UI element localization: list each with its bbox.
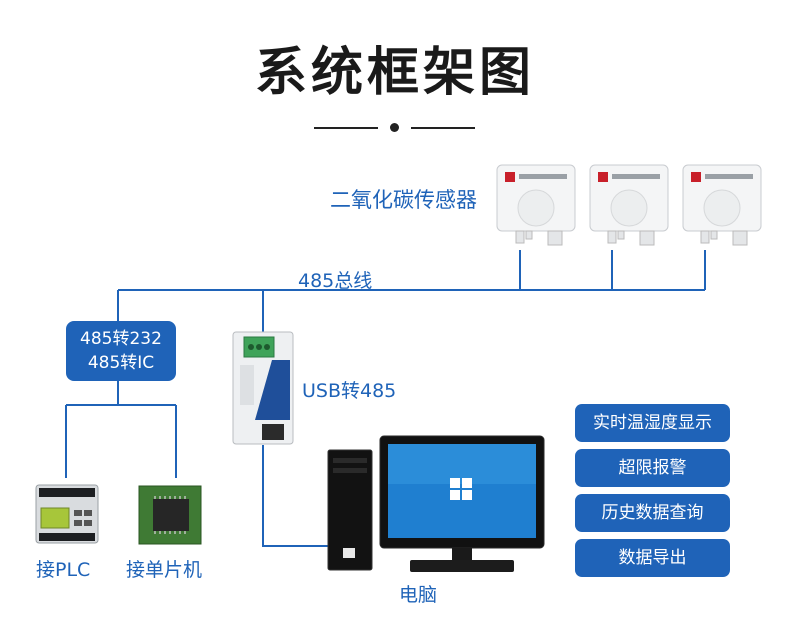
co2-sensor-2 <box>589 164 669 246</box>
feature-alarm: 超限报警 <box>575 449 730 487</box>
windows-logo-icon <box>450 478 472 500</box>
pc-tower <box>327 449 373 571</box>
converter-box: 485转232 485转IC <box>66 321 176 381</box>
sensor-group-label: 二氧化碳传感器 <box>330 188 477 212</box>
converter-line-1: 485转232 <box>80 329 162 349</box>
converter-line-2: 485转IC <box>87 353 155 373</box>
pc-label: 电脑 <box>399 584 438 606</box>
mcu-board <box>138 485 202 545</box>
title-divider-right <box>411 127 475 129</box>
page-title: 系统框架图 <box>254 43 535 103</box>
plc-device <box>35 484 99 544</box>
co2-sensor-1 <box>496 164 576 246</box>
title-divider-left <box>314 127 378 129</box>
title-divider-dot <box>390 123 399 132</box>
pc-monitor <box>379 435 545 572</box>
feature-history-query: 历史数据查询 <box>575 494 730 532</box>
bus-label: 485总线 <box>298 270 373 292</box>
usb-converter-label: USB转485 <box>302 380 397 402</box>
mcu-label: 接单片机 <box>126 559 203 581</box>
usb-485-converter-device <box>232 331 294 445</box>
feature-data-export: 数据导出 <box>575 539 730 577</box>
co2-sensor-3 <box>682 164 762 246</box>
feature-realtime-display: 实时温湿度显示 <box>575 404 730 442</box>
plc-label: 接PLC <box>36 559 91 581</box>
bus-wires <box>65 250 706 547</box>
usb-to-pc-wire <box>262 445 330 547</box>
